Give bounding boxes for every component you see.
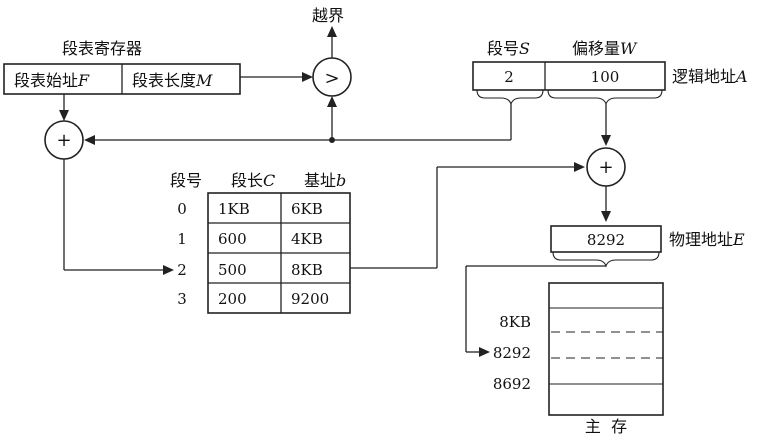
seg-number-label: 段号S <box>487 39 530 58</box>
seg-to-compare-arrow-icon <box>327 96 337 107</box>
out-of-bounds-label: 越界 <box>312 6 344 25</box>
compare-out-arrow-icon <box>327 26 337 37</box>
left-adder-symbol: + <box>56 130 71 151</box>
row-seg: 1 <box>177 230 187 248</box>
table-header-len: 段长C <box>231 171 275 190</box>
row-len: 200 <box>218 290 247 308</box>
table-header-base: 基址b <box>304 171 346 190</box>
row-base: 6KB <box>291 200 323 218</box>
memory-mark-8kb: 8KB <box>499 313 531 331</box>
memory-mark-8292: 8292 <box>493 344 531 362</box>
length-to-compare-arrow-icon <box>302 72 313 82</box>
row-base: 8KB <box>291 261 323 279</box>
row-seg: 2 <box>177 261 187 279</box>
main-memory-box <box>548 282 664 416</box>
offset-to-adder-arrow-icon <box>601 135 611 146</box>
right-adder-symbol: + <box>598 157 613 178</box>
physical-to-memory-arrow-icon <box>479 347 490 357</box>
physical-address-box <box>550 225 662 253</box>
row-len: 500 <box>218 261 247 279</box>
main-memory-label: 主 存 <box>585 417 627 436</box>
segment-register-title: 段表寄存器 <box>62 39 142 58</box>
logical-address-name: 逻辑地址A <box>672 67 748 86</box>
physical-address-name: 物理地址E <box>669 230 745 249</box>
segment-register-start: 段表始址F <box>14 71 90 90</box>
row-seg: 0 <box>177 200 187 218</box>
offset-brace <box>547 89 663 106</box>
row-len: 1KB <box>218 200 250 218</box>
seg-brace <box>476 89 544 106</box>
table-row: 0 1KB 6KB <box>177 200 323 218</box>
offset-label: 偏移量W <box>572 39 638 58</box>
adder-to-physical-arrow-icon <box>601 211 611 222</box>
table-row: 3 200 9200 <box>177 290 329 308</box>
table-row: 2 500 8KB <box>177 261 323 279</box>
start-to-adder-arrow-icon <box>59 110 69 121</box>
offset-value: 100 <box>591 68 620 86</box>
physical-address-value: 8292 <box>587 231 625 249</box>
row-base: 4KB <box>291 230 323 248</box>
row-len: 600 <box>218 230 247 248</box>
compare-symbol: > <box>324 68 339 89</box>
table-header-seg: 段号 <box>170 171 202 190</box>
logical-address-box <box>472 61 666 91</box>
base-to-adder-arrow-icon <box>574 162 585 172</box>
row-seg: 3 <box>177 290 187 308</box>
table-row: 1 600 4KB <box>177 230 323 248</box>
seg-to-adder-arrow-icon <box>84 135 95 145</box>
segment-register-length: 段表长度M <box>132 71 213 90</box>
adder-to-row-arrow-icon <box>163 265 174 275</box>
row-base: 9200 <box>291 290 329 308</box>
memory-mark-8692: 8692 <box>493 375 531 393</box>
physical-brace <box>552 251 660 268</box>
seg-number-value: 2 <box>504 68 514 86</box>
